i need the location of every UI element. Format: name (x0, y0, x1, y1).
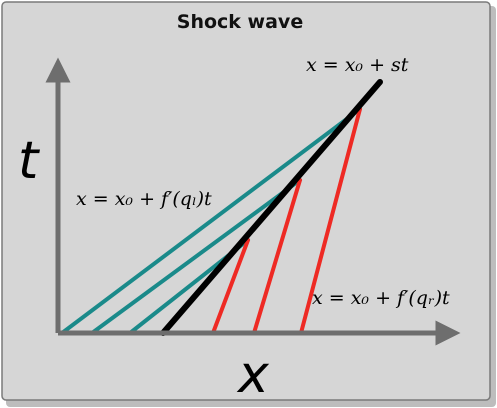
left-characteristic-line (60, 107, 362, 335)
right-characteristic-line (211, 238, 250, 335)
shock-equation: x = x₀ + st (306, 54, 409, 76)
right-characteristic-line (252, 178, 302, 335)
diagram-panel (1, 1, 491, 401)
vertical-axis-label: t (18, 131, 40, 191)
left-characteristic-equation: x = x₀ + f′(qₗ)t (76, 188, 212, 210)
left-characteristic-line (90, 178, 302, 335)
right-characteristic-equation: x = x₀ + f′(qᵣ)t (312, 287, 450, 309)
right-characteristic-line (299, 107, 362, 335)
right-characteristics (211, 107, 362, 335)
diagram-title: Shock wave (177, 11, 303, 33)
horizontal-axis-label: x (236, 345, 270, 405)
shock-line (160, 79, 383, 336)
